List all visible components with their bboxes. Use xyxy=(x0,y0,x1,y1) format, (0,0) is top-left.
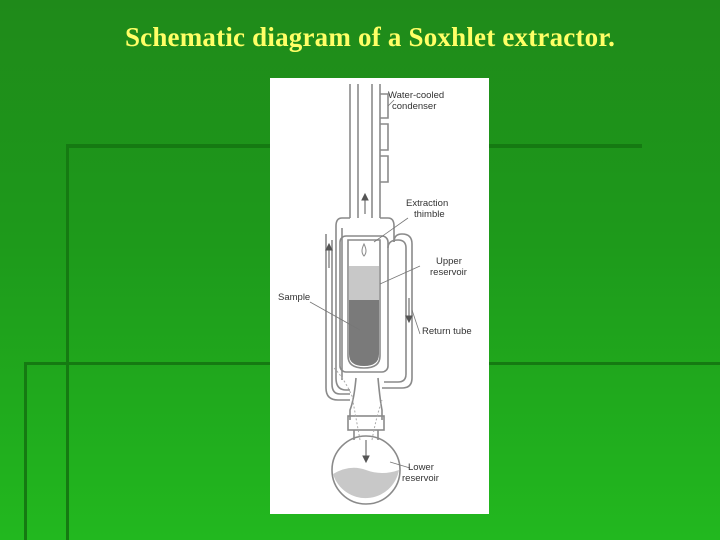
label-condenser-line1: Water-cooled xyxy=(388,90,444,101)
leader-upper-reservoir xyxy=(379,265,421,285)
label-upper-line1: Upper xyxy=(436,256,462,267)
slide-title: Schematic diagram of a Soxhlet extractor… xyxy=(124,22,616,52)
flask-neck-lower xyxy=(353,430,379,440)
return-tube-inner xyxy=(384,239,407,383)
extractor-body-outer xyxy=(335,217,350,391)
label-thimble-line1: Extraction xyxy=(406,198,448,209)
soxhlet-diagram: Water-cooled condenser Extraction thimbl… xyxy=(278,84,472,505)
flask-joint xyxy=(347,415,385,431)
lower-reservoir-solvent xyxy=(333,467,399,499)
vapor-path-right xyxy=(371,399,383,441)
label-thimble-line2: thimble xyxy=(414,209,445,220)
extraction-thimble xyxy=(347,239,381,369)
leader-condenser xyxy=(387,99,395,107)
vapor-tube-inner xyxy=(331,240,350,395)
label-sample: Sample xyxy=(278,292,310,303)
lower-flask xyxy=(331,435,401,505)
return-tube-outer xyxy=(382,233,413,389)
label-return-tube: Return tube xyxy=(422,326,472,337)
leader-return-tube xyxy=(411,309,421,335)
condenser-jacket-bottom xyxy=(380,155,389,183)
vapor-tube-outer xyxy=(325,234,350,401)
leader-lower-reservoir xyxy=(389,461,411,469)
background-frame-line-lower-left xyxy=(24,362,27,540)
background-frame-line-left xyxy=(66,144,69,540)
thimble-chamber xyxy=(339,235,389,373)
condenser-jacket-lower xyxy=(380,123,389,151)
flask-neck-right xyxy=(377,377,383,420)
sample-fill xyxy=(349,300,379,366)
upper-reservoir-solvent xyxy=(349,266,379,300)
label-condenser-line2: condenser xyxy=(392,101,436,112)
flask-neck-left xyxy=(349,377,357,420)
label-lower-line2: reservoir xyxy=(402,473,439,484)
label-lower-line1: Lower xyxy=(408,462,434,473)
label-upper-line2: reservoir xyxy=(430,267,467,278)
condenser-jacket-upper xyxy=(380,93,389,119)
solvent-drip xyxy=(361,242,367,257)
leader-thimble xyxy=(373,217,409,243)
leader-sample xyxy=(309,301,361,331)
soxhlet-diagram-figure: Water-cooled condenser Extraction thimbl… xyxy=(270,78,489,514)
vapor-path-left xyxy=(333,367,361,441)
